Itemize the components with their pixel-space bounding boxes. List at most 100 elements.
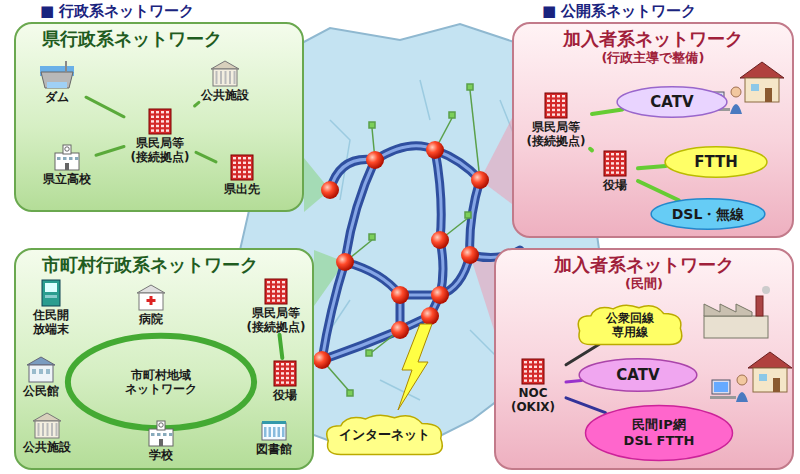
ring-network [68,336,254,429]
icon-part [282,286,285,288]
icon-part [238,171,241,173]
map-part [322,160,375,360]
house-window [751,84,759,91]
factory-roof [704,304,752,316]
map-part [322,146,520,360]
map-part [322,330,400,360]
icon-part [149,429,173,446]
section-header: ■ 公開系ネットワーク [542,2,696,21]
icon-part [547,104,550,106]
icon-part [616,153,619,155]
map-part [449,112,455,118]
map-part [336,253,354,271]
map-part [430,150,443,316]
node-label: 役場 [262,388,308,402]
network-link [280,335,283,358]
icon-part [552,113,555,115]
map-part [470,255,494,330]
ellipse-node: CATV [616,86,728,118]
icon-part [45,283,57,292]
icon-part [248,171,251,173]
icon-part [557,104,560,106]
map-part [391,321,409,339]
icon-part [282,427,285,437]
icon-part [267,295,270,297]
icon-part [534,361,537,363]
icon-part [272,299,275,301]
icon-part [166,111,169,113]
network-link [96,147,124,156]
icon-part [243,166,246,168]
icon-part [552,100,555,102]
icon-part [281,372,284,374]
icon-part [243,171,246,173]
panel-heading: 加入者系ネットワーク [524,28,782,50]
panel-subheading: (行政主導で整備) [524,50,782,66]
icon-part [267,281,270,283]
icon-part [156,129,159,131]
facility-icon [538,90,574,120]
icon-part [234,71,236,84]
map-part [322,330,400,360]
icon-part [38,423,40,436]
icon-part [547,109,550,111]
section-header: ■ 行政系ネットワーク [40,2,194,21]
icon-part [267,299,270,301]
pc-screen [714,382,728,392]
facility-icon [597,148,633,178]
icon-part [534,366,537,368]
map-part [322,360,350,392]
icon-part [276,368,279,370]
network-panel: 県行政系ネットワークダム公共施設県民局等 (接続拠点)県出先県立高校 [14,22,304,212]
node-label: インターネット [339,427,430,443]
desk [704,108,730,111]
map-part [426,141,444,159]
node-label: 公共施設 [196,88,254,102]
house-wall [753,368,787,392]
lightning-bolt [398,324,432,410]
icon-part [282,299,285,301]
pc-monitor [706,92,724,106]
network-link [638,181,679,200]
icon-part [156,111,159,113]
facility-node: 役場 [262,358,308,402]
facility-node: 県立高校 [38,142,96,186]
icon-part [616,162,619,164]
icon-part [524,370,527,372]
map-part [400,255,470,295]
icon-part [272,295,275,297]
icon-part [286,381,289,383]
map-part [366,350,372,356]
icon-part [524,375,527,377]
icon-part [147,299,156,302]
map-part [322,146,520,360]
node-label: FTTH [694,153,738,171]
node-label: 県民局等 (接続拠点) [240,306,312,335]
icon-part [42,423,44,436]
icon-part [47,82,67,88]
facility-node: 図書館 [248,412,300,456]
icon-part [151,129,154,131]
zoom-wedges [304,118,512,330]
icon-part [272,290,275,292]
icon-part [286,363,289,365]
network-link [196,152,216,162]
network-link [566,381,581,383]
network-link [195,102,199,106]
icon-part [35,421,59,438]
icon-part [69,157,73,160]
facility-icon [258,276,294,306]
node-label: DSL・無線 [672,206,745,223]
house-roof [748,352,792,368]
node-label: 公民館 [18,384,64,398]
map-part [431,231,449,249]
icon-part [282,290,285,292]
panel-heading: 加入者系ネットワーク [506,254,782,276]
map-part [369,234,375,240]
icon-part [163,433,167,436]
map-part [366,151,384,169]
person-head [737,375,747,385]
icon-part [248,162,251,164]
icon-part [534,379,537,381]
